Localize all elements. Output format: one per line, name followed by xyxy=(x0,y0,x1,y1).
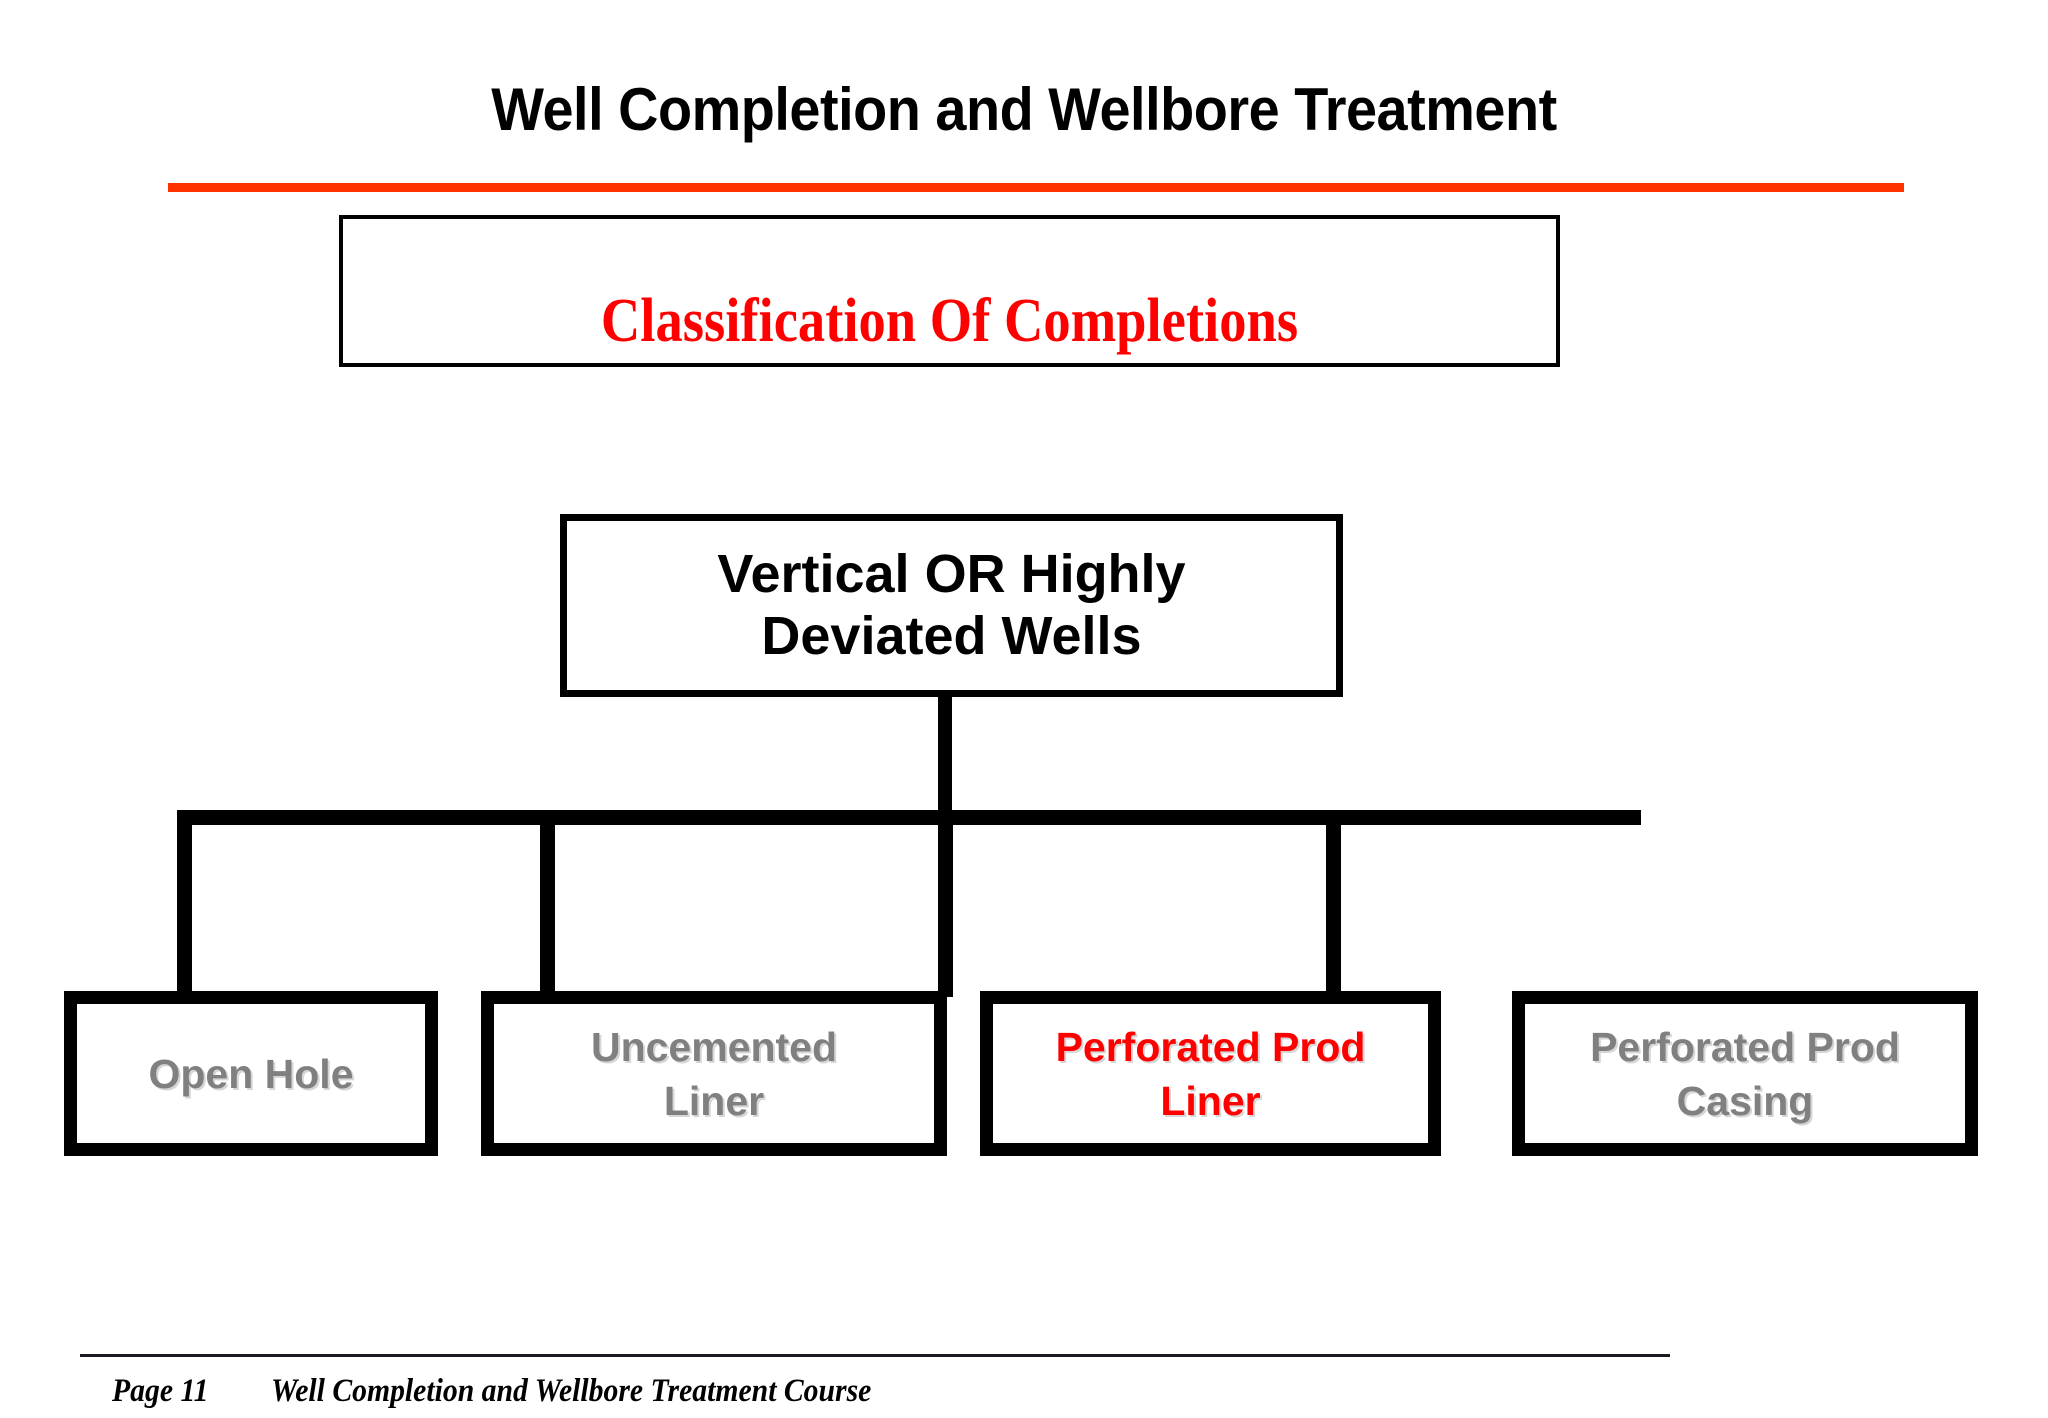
classification-banner: Classification Of Completions xyxy=(339,215,1560,367)
footer: Page 11 Well Completion and Wellbore Tre… xyxy=(112,1372,938,1410)
diagram-root-node-label: Vertical OR Highly Deviated Wells xyxy=(717,544,1186,666)
footer-page-number: Page 11 xyxy=(112,1373,209,1409)
diagram-node-uncemented-liner: Uncemented Liner xyxy=(481,991,947,1156)
connector-horizontal-bus xyxy=(177,810,1641,825)
title-accent-rule xyxy=(168,183,1904,192)
diagram-node-perforated-prod-casing: Perforated Prod Casing xyxy=(1512,991,1978,1156)
diagram-root-node: Vertical OR Highly Deviated Wells xyxy=(560,514,1343,697)
connector-trunk-vertical xyxy=(938,697,952,813)
connector-drop-2 xyxy=(540,810,555,997)
diagram-node-uncemented-liner-label: Uncemented Liner xyxy=(590,1023,838,1124)
classification-banner-label: Classification Of Completions xyxy=(600,287,1299,355)
footer-course-title: Well Completion and Wellbore Treatment C… xyxy=(271,1373,872,1409)
diagram-node-open-hole-label: Open Hole xyxy=(148,1050,354,1097)
diagram-node-perforated-prod-liner-label: Perforated Prod Liner xyxy=(1055,1023,1366,1124)
footer-divider xyxy=(80,1354,1670,1357)
connector-drop-1 xyxy=(177,810,192,997)
diagram-node-open-hole: Open Hole xyxy=(64,991,438,1156)
page-title: Well Completion and Wellbore Treatment xyxy=(491,76,1557,143)
connector-drop-3 xyxy=(938,810,953,997)
diagram-node-perforated-prod-casing-label: Perforated Prod Casing xyxy=(1590,1023,1900,1124)
diagram-node-perforated-prod-liner: Perforated Prod Liner xyxy=(980,991,1441,1156)
connector-drop-4 xyxy=(1326,810,1341,997)
